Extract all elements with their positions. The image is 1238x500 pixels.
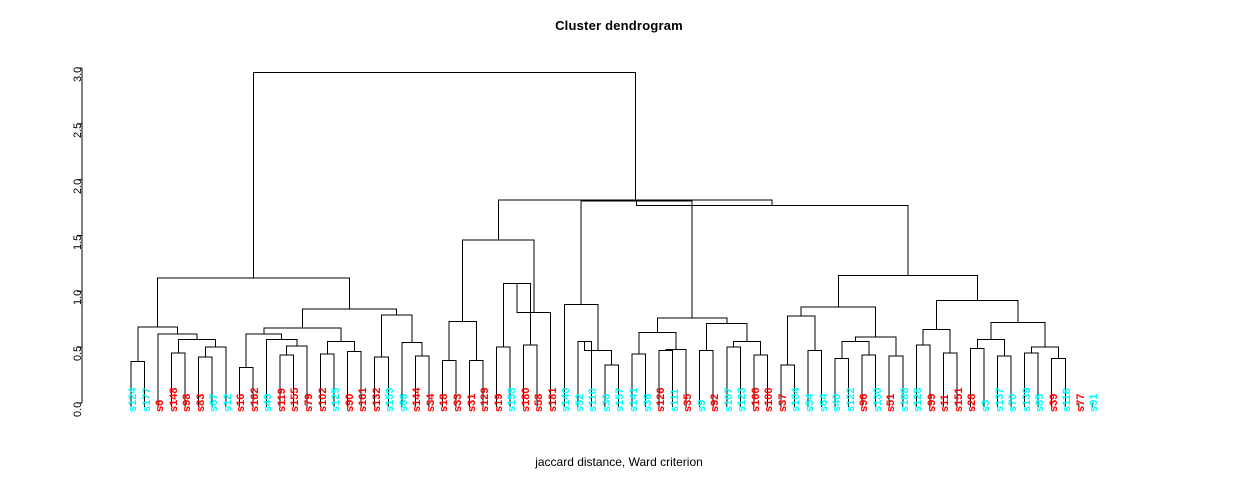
dendrogram-tree [130,71,1066,403]
x-axis-label: jaccard distance, Ward criterion [535,455,703,469]
leaf-tick-marks [130,403,1093,407]
y-axis [77,67,83,404]
chart-title: Cluster dendrogram [555,18,683,33]
